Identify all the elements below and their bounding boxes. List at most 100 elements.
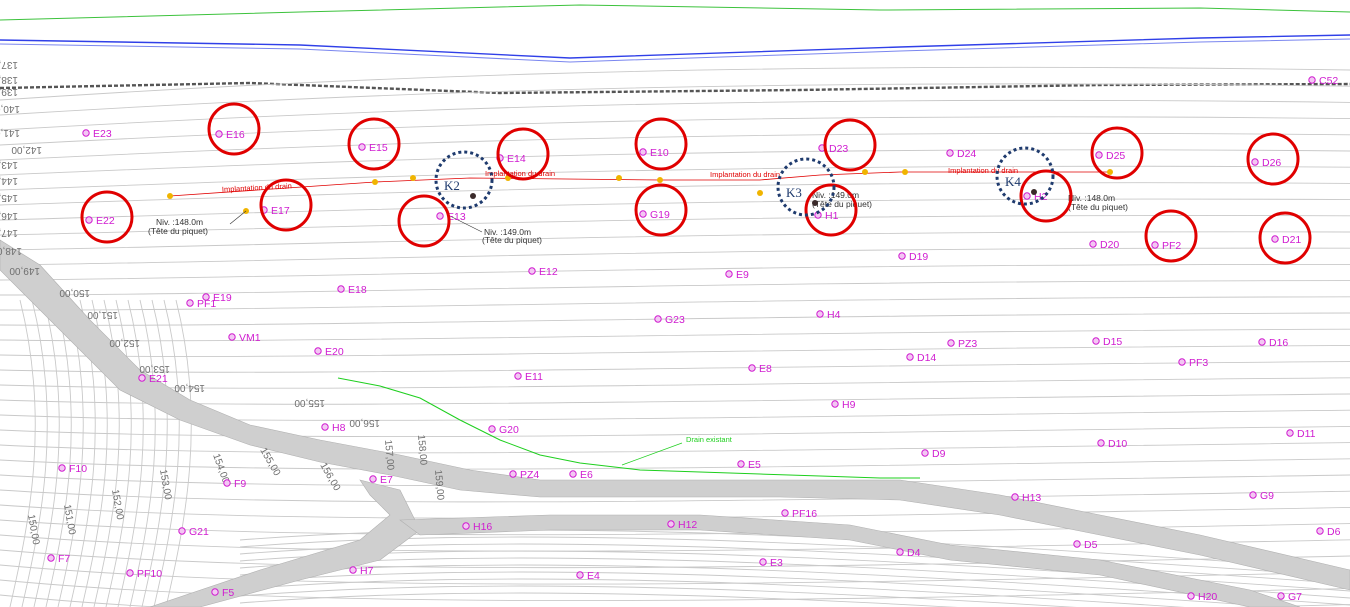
- survey-point[interactable]: E15: [358, 142, 388, 154]
- survey-point[interactable]: E11: [514, 371, 543, 383]
- drain-label-1: Implantation du drain: [222, 181, 292, 194]
- survey-point[interactable]: E7: [369, 474, 393, 486]
- survey-point[interactable]: E13: [436, 211, 466, 223]
- survey-point[interactable]: E10: [639, 147, 669, 159]
- red-highlight-circle: [259, 178, 313, 232]
- survey-point[interactable]: H13: [1011, 492, 1042, 504]
- survey-point[interactable]: E4: [576, 570, 600, 582]
- survey-point[interactable]: D11: [1286, 428, 1316, 440]
- point-label: E20: [325, 346, 344, 358]
- survey-point[interactable]: G9: [1249, 490, 1274, 502]
- survey-point[interactable]: E19: [202, 292, 232, 304]
- k-center-dot-icon: [812, 200, 818, 206]
- survey-point[interactable]: E5: [737, 459, 761, 471]
- survey-point[interactable]: H7: [349, 565, 374, 577]
- survey-point[interactable]: D4: [896, 547, 921, 559]
- survey-point[interactable]: E23: [82, 128, 112, 140]
- survey-point[interactable]: D6: [1316, 526, 1341, 538]
- point-label: D5: [1084, 539, 1098, 551]
- point-marker-icon: [906, 353, 914, 361]
- survey-point[interactable]: D14: [906, 352, 937, 364]
- survey-point[interactable]: H20: [1187, 591, 1218, 603]
- drain-label-4: Implantation du drain: [948, 166, 1018, 175]
- point-label: E17: [271, 205, 290, 217]
- point-label: E18: [348, 284, 367, 296]
- survey-point[interactable]: E3: [759, 557, 783, 569]
- survey-point[interactable]: D9: [921, 448, 946, 460]
- survey-point[interactable]: D16: [1258, 337, 1289, 349]
- tete-k3: (Tête du piquet): [812, 199, 872, 209]
- survey-point[interactable]: H12: [667, 519, 698, 531]
- contour-line: [0, 564, 1350, 585]
- survey-point[interactable]: H1: [814, 210, 839, 222]
- point-label: E10: [650, 147, 669, 159]
- k-marker[interactable]: K2: [434, 150, 494, 210]
- survey-point[interactable]: E6: [569, 469, 593, 481]
- survey-point[interactable]: PF10: [126, 568, 162, 580]
- survey-point[interactable]: D26: [1251, 157, 1282, 169]
- elevation-label: 158,00: [415, 434, 429, 466]
- survey-point[interactable]: H8: [321, 422, 346, 434]
- survey-point[interactable]: G21: [178, 526, 209, 538]
- point-marker-icon: [1095, 151, 1103, 159]
- survey-point[interactable]: F9: [223, 478, 247, 490]
- survey-point[interactable]: D10: [1097, 438, 1128, 450]
- survey-point[interactable]: E21: [138, 373, 168, 385]
- survey-point[interactable]: E9: [725, 269, 749, 281]
- survey-point[interactable]: D5: [1073, 539, 1098, 551]
- survey-point[interactable]: G23: [654, 314, 685, 326]
- survey-point[interactable]: E18: [337, 284, 367, 296]
- survey-point[interactable]: PF16: [781, 508, 817, 520]
- k-dashed-circle: [995, 146, 1055, 206]
- contour-line: [239, 585, 1079, 607]
- k-marker[interactable]: K4: [995, 146, 1055, 206]
- survey-point[interactable]: D20: [1089, 239, 1120, 251]
- survey-point[interactable]: G19: [639, 209, 670, 221]
- contour-line: [0, 280, 1350, 296]
- survey-point[interactable]: G20: [488, 424, 519, 436]
- survey-point[interactable]: E8: [748, 363, 772, 375]
- survey-point[interactable]: VM1: [228, 332, 261, 344]
- contour-line: [0, 165, 1350, 191]
- survey-point[interactable]: H9: [831, 399, 856, 411]
- survey-point[interactable]: E22: [85, 215, 115, 227]
- survey-point[interactable]: PZ3: [947, 338, 978, 350]
- elevation-label: 154,00: [174, 382, 205, 393]
- point-marker-icon: [358, 143, 366, 151]
- survey-point[interactable]: G7: [1277, 591, 1302, 603]
- contour-line: [0, 198, 1350, 221]
- survey-point[interactable]: E20: [314, 346, 344, 358]
- elevation-label: 152,00: [109, 489, 125, 521]
- point-marker-icon: [1023, 192, 1031, 200]
- point-marker-icon: [569, 470, 577, 478]
- survey-point[interactable]: H16: [462, 521, 493, 533]
- survey-point[interactable]: PF2: [1151, 240, 1182, 252]
- survey-point[interactable]: D25: [1095, 150, 1126, 162]
- survey-point[interactable]: PF1: [186, 298, 217, 310]
- survey-point[interactable]: D21: [1271, 234, 1302, 246]
- drain-label-2: Implantation du drain: [485, 169, 555, 178]
- piquet-annotations: Niv. :148.0m (Tête du piquet) Niv. :149.…: [148, 190, 1128, 245]
- elevation-label: 152,00: [109, 337, 140, 348]
- point-label: PF3: [1189, 357, 1208, 369]
- red-highlight-circle: [80, 190, 134, 244]
- survey-point[interactable]: F5: [211, 587, 235, 599]
- survey-point[interactable]: H4: [816, 309, 841, 321]
- elevation-label: 147,00: [0, 227, 18, 238]
- survey-point[interactable]: F10: [58, 463, 87, 475]
- survey-point[interactable]: D15: [1092, 336, 1123, 348]
- survey-point[interactable]: F7: [47, 553, 71, 565]
- survey-point[interactable]: D24: [946, 148, 977, 160]
- contour-line: [239, 536, 1350, 578]
- survey-point[interactable]: E16: [215, 129, 245, 141]
- elevation-label: 155,00: [294, 397, 325, 408]
- survey-point[interactable]: PF3: [1178, 357, 1209, 369]
- survey-point[interactable]: D23: [818, 143, 849, 155]
- survey-point[interactable]: E12: [528, 266, 558, 278]
- survey-point[interactable]: C52: [1308, 75, 1339, 87]
- survey-point[interactable]: E17: [260, 205, 290, 217]
- survey-point[interactable]: D19: [898, 251, 929, 263]
- k-marker[interactable]: K3: [776, 157, 836, 217]
- point-label: D24: [957, 148, 976, 160]
- survey-point[interactable]: PZ4: [509, 469, 540, 481]
